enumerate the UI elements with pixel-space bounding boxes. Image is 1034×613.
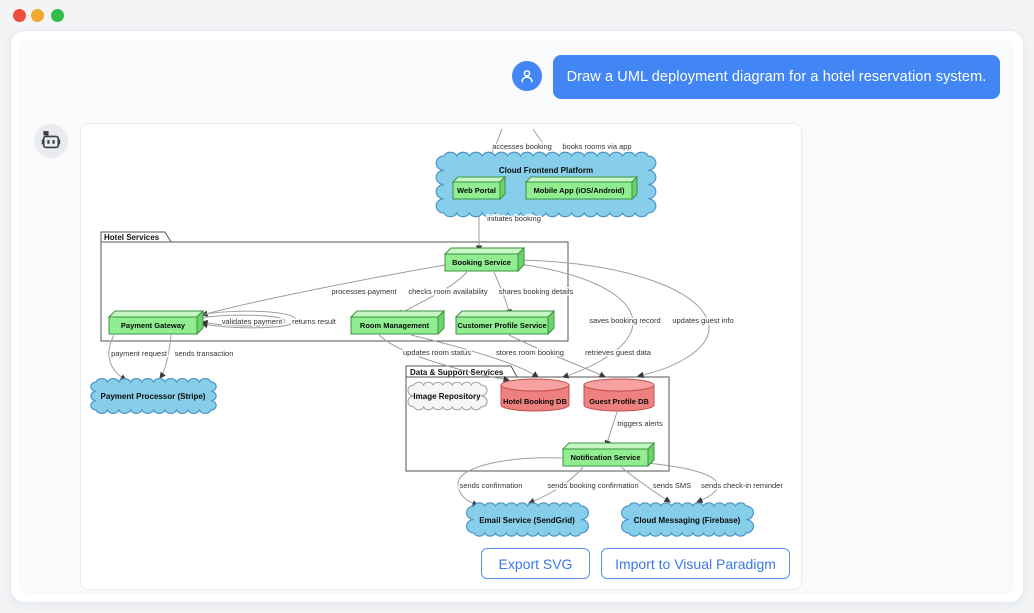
booking-service-node: Booking Service	[443, 246, 526, 273]
notification-service-label: Notification Service	[570, 453, 640, 462]
edge-label-sends-checkin: sends check-in reminder	[701, 481, 783, 490]
email-service-label: Email Service (SendGrid)	[479, 516, 575, 525]
diagram-edges	[108, 128, 719, 507]
package-hotel-services-label: Hotel Services	[104, 233, 160, 242]
person-icon	[521, 70, 533, 83]
user-avatar	[512, 61, 542, 91]
cloud-frontend-platform: Cloud Frontend Platform Web Portal Mobil…	[435, 151, 657, 218]
edge-label-sends-sms: sends SMS	[653, 481, 691, 490]
edge-label-returns-result: returns result	[292, 317, 337, 326]
edge-label-triggers-alerts: triggers alerts	[617, 419, 663, 428]
export-svg-label: Export SVG	[498, 555, 573, 572]
edge-label-saves-booking: saves booking record	[589, 316, 660, 325]
edge-label-sends-transaction: sends transaction	[175, 349, 234, 358]
robot-icon	[41, 131, 61, 149]
web-portal-label: Web Portal	[457, 186, 496, 195]
mobile-app-node: Mobile App (iOS/Android)	[524, 175, 639, 201]
package-data-support-label: Data & Support Services	[410, 368, 504, 377]
hotel-booking-db: Hotel Booking DB	[500, 378, 570, 412]
cloud-frontend-title: Cloud Frontend Platform	[499, 166, 593, 175]
room-management-label: Room Management	[360, 321, 430, 330]
edge-label-updates-guest: updates guest info	[672, 316, 733, 325]
cloud-messaging-label: Cloud Messaging (Firebase)	[634, 516, 741, 525]
room-management-node: Room Management	[349, 309, 446, 336]
hotel-booking-db-label: Hotel Booking DB	[503, 397, 567, 406]
image-repository-label: Image Repository	[413, 392, 481, 401]
edge-label-accesses-booking: accesses booking	[492, 142, 552, 151]
edge-label-stores-room-booking: stores room booking	[496, 348, 564, 357]
user-message-bubble: Draw a UML deployment diagram for a hote…	[553, 55, 1000, 99]
edge-label-initiates-booking: initiates booking	[487, 214, 541, 223]
edge-label-shares-details: shares booking details	[499, 287, 574, 296]
import-visual-paradigm-label: Import to Visual Paradigm	[615, 555, 776, 572]
guest-profile-db: Guest Profile DB	[583, 378, 655, 412]
edge-label-validates-payment: validates payment	[222, 317, 283, 326]
close-button[interactable]	[13, 9, 26, 22]
edge-label-sends-booking-conf: sends booking confirmation	[547, 481, 638, 490]
uml-deployment-diagram: Hotel Services Data & Support Services	[90, 128, 785, 537]
payment-gateway-label: Payment Gateway	[121, 321, 186, 330]
payment-processor-label: Payment Processor (Stripe)	[101, 392, 206, 401]
edge-labels: accesses booking books rooms via app ini…	[110, 141, 785, 492]
payment-gateway-node: Payment Gateway	[107, 309, 205, 336]
import-visual-paradigm-button[interactable]: Import to Visual Paradigm	[601, 548, 790, 579]
guest-profile-db-label: Guest Profile DB	[589, 397, 649, 406]
export-svg-button[interactable]: Export SVG	[481, 548, 590, 579]
payment-processor-cloud: Payment Processor (Stripe)	[90, 378, 217, 414]
customer-profile-label: Customer Profile Service	[457, 321, 546, 330]
image-repository-cloud: Image Repository	[407, 381, 488, 411]
edge-label-books-rooms: books rooms via app	[562, 142, 631, 151]
edge-label-payment-request: payment request	[111, 349, 168, 358]
edge-label-updates-room-status: updates room status	[403, 348, 471, 357]
minimize-button[interactable]	[31, 9, 44, 22]
notification-service-node: Notification Service	[561, 441, 656, 468]
maximize-button[interactable]	[51, 9, 64, 22]
mobile-app-label: Mobile App (iOS/Android)	[534, 186, 625, 195]
edge-label-retrieves-guest: retrieves guest data	[585, 348, 652, 357]
booking-service-label: Booking Service	[452, 258, 511, 267]
edge-label-sends-confirmation: sends confirmation	[460, 481, 523, 490]
bot-avatar	[34, 124, 68, 158]
customer-profile-node: Customer Profile Service	[454, 309, 556, 336]
diagram-card: Hotel Services Data & Support Services	[80, 123, 802, 590]
user-message-text: Draw a UML deployment diagram for a hote…	[566, 69, 987, 85]
email-service-cloud: Email Service (SendGrid)	[466, 502, 589, 537]
web-portal-node: Web Portal	[451, 175, 507, 201]
edge-label-checks-room: checks room availability	[408, 287, 487, 296]
edge-label-processes-payment: processes payment	[331, 287, 397, 296]
cloud-messaging-cloud: Cloud Messaging (Firebase)	[621, 502, 754, 537]
